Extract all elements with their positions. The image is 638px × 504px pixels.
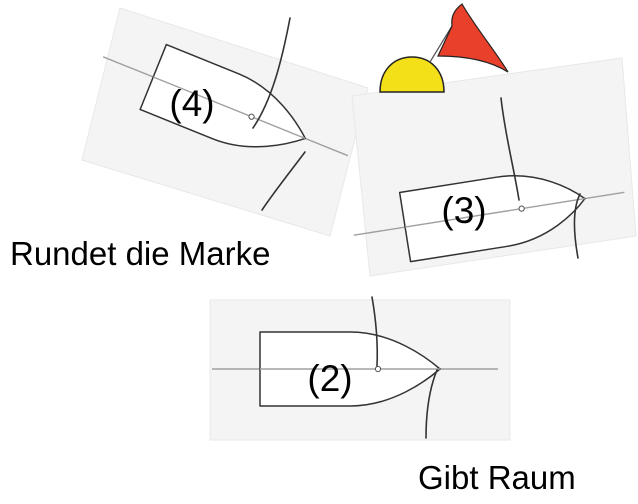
mark-buoy bbox=[379, 56, 445, 93]
boat-2-label: (2) bbox=[307, 358, 352, 399]
boat-2-sail-main bbox=[371, 296, 379, 367]
boat-3-sail-jib bbox=[573, 193, 581, 259]
boat-4-centerline-over bbox=[152, 76, 306, 140]
boat-4-sail-main bbox=[252, 17, 291, 129]
boat-4-mast bbox=[248, 113, 255, 120]
caption-gives-room: Gibt Raum bbox=[418, 459, 576, 496]
boat-3-mast bbox=[518, 205, 525, 212]
boat-2-mast bbox=[374, 365, 382, 373]
boat-2 bbox=[212, 331, 498, 407]
caption-rounds-mark: Rundet die Marke bbox=[10, 235, 270, 272]
boat-4-sail-jib bbox=[261, 151, 306, 211]
boat-4 bbox=[102, 43, 349, 157]
boat-3-label: (3) bbox=[441, 190, 486, 231]
boat-4-label: (4) bbox=[169, 83, 214, 124]
boat-3 bbox=[353, 175, 625, 263]
boat-2-sail-jib bbox=[425, 369, 438, 439]
boat-3-centerline-over bbox=[404, 197, 585, 228]
mark-flag bbox=[437, 3, 509, 73]
mark-flagpole bbox=[429, 25, 453, 63]
boat-3-sail-main bbox=[500, 97, 520, 201]
